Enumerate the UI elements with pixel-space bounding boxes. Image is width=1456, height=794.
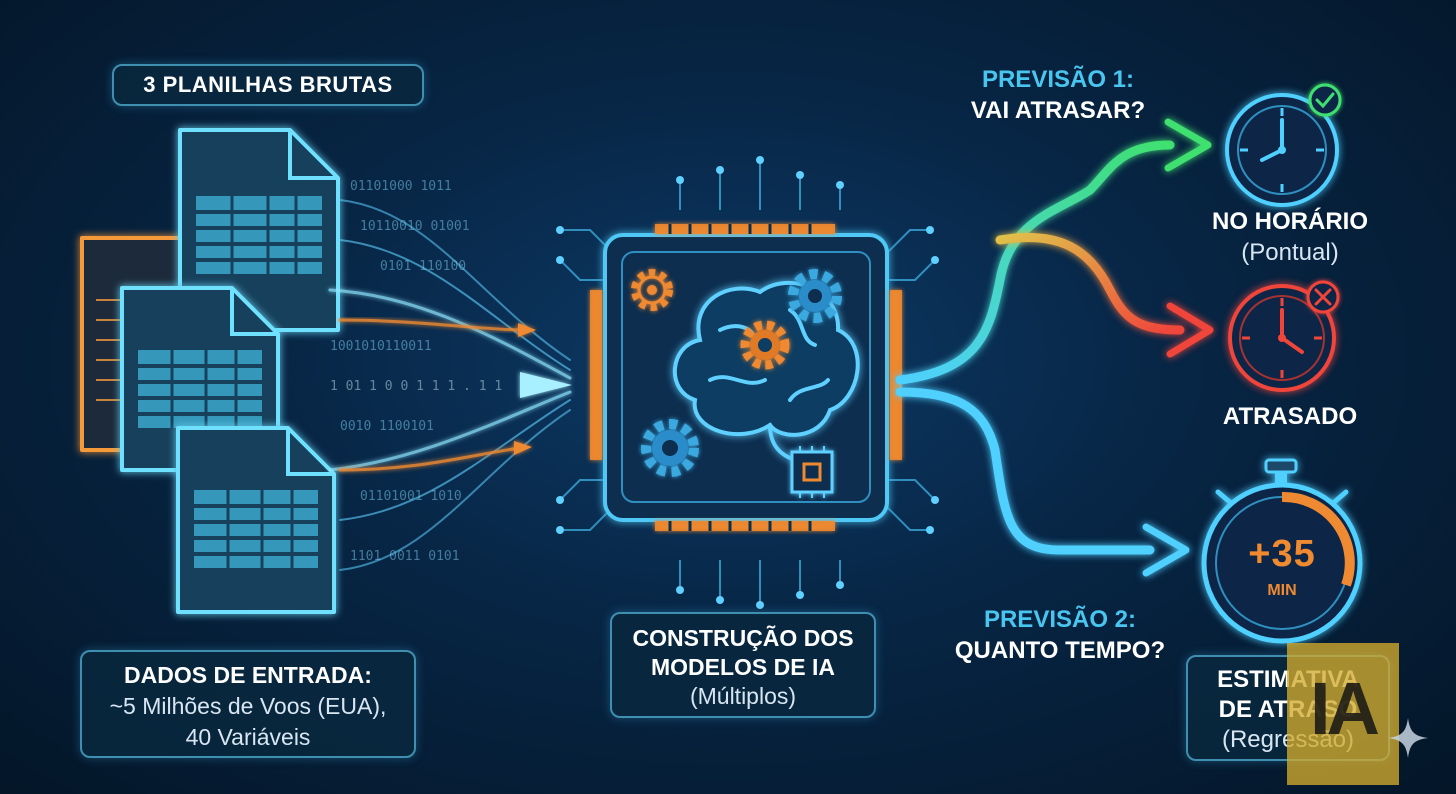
- ia-logo-watermark: IA: [1287, 643, 1399, 785]
- sparkle-icon: [1388, 718, 1428, 758]
- prediction-1-label: PREVISÃO 1: VAI ATRASAR?: [938, 64, 1178, 126]
- circuit-nodes: [556, 156, 939, 609]
- prediction-1-question: VAI ATRASAR?: [970, 97, 1146, 124]
- microchip-icon: [790, 446, 834, 498]
- model-construction-box: CONSTRUÇÃO DOS MODELOS DE IA (Múltiplos): [610, 612, 876, 718]
- input-data-flights: ~5 Milhões de Voos (EUA),: [109, 693, 387, 719]
- model-box-line2: MODELOS DE IA: [650, 654, 835, 680]
- cross-badge-icon: [1306, 280, 1340, 314]
- raw-spreadsheets-label: 3 PLANILHAS BRUTAS: [112, 64, 424, 106]
- svg-text:01101001 1010: 01101001 1010: [360, 489, 462, 504]
- clock-on-time-icon: [1225, 93, 1339, 207]
- gear-icon-top-right: [788, 269, 842, 323]
- chip-pins: [590, 224, 902, 531]
- svg-text:1 01 1 0 0 1 1 1 . 1 1: 1 01 1 0 0 1 1 1 . 1 1: [330, 379, 502, 394]
- arrow-to-late: [995, 232, 1214, 358]
- data-stream-lines: [298, 199, 572, 571]
- ia-logo-text: IA: [1310, 667, 1380, 750]
- stopwatch-delay-value: +35: [1248, 533, 1316, 575]
- late-outcome-label: ATRASADO: [1222, 403, 1358, 430]
- spreadsheet-icon-bottom: [176, 426, 336, 614]
- svg-text:01101000 1011: 01101000 1011: [350, 179, 452, 194]
- on-time-title: NO HORÁRIO: [1212, 208, 1368, 235]
- input-data-heading: DADOS DE ENTRADA:: [124, 662, 372, 688]
- prediction-1-title: PREVISÃO 1:: [981, 66, 1135, 93]
- svg-text:10110010 01001: 10110010 01001: [360, 219, 470, 234]
- gear-icon-brain: [740, 320, 790, 370]
- input-data-variables: 40 Variáveis: [185, 724, 311, 750]
- prediction-2-label: PREVISÃO 2: QUANTO TEMPO?: [935, 604, 1185, 666]
- gear-icon-top-left: [631, 269, 673, 311]
- svg-text:1001010110011: 1001010110011: [330, 339, 432, 354]
- clock-late-icon: [1228, 284, 1336, 392]
- svg-text:0101 110100: 0101 110100: [380, 259, 466, 274]
- spreadsheet-icon-top: [178, 128, 340, 332]
- prediction-2-title: PREVISÃO 2:: [983, 606, 1137, 633]
- stopwatch-icon: [1201, 458, 1363, 644]
- svg-text:0010 1100101: 0010 1100101: [340, 419, 434, 434]
- arrow-to-estimate: [895, 387, 1190, 577]
- on-time-subtitle: (Pontual): [1241, 239, 1339, 266]
- svg-text:1101 0011 0101: 1101 0011 0101: [350, 549, 460, 564]
- model-box-line1: CONSTRUÇÃO DOS: [632, 625, 854, 651]
- spreadsheet-icon-middle: [120, 286, 280, 472]
- prediction-2-question: QUANTO TEMPO?: [954, 637, 1166, 664]
- input-data-box: DADOS DE ENTRADA: ~5 Milhões de Voos (EU…: [80, 650, 416, 758]
- checkmark-badge-icon: [1308, 83, 1342, 117]
- model-box-line3: (Múltiplos): [689, 683, 797, 709]
- stopwatch-delay-unit: MIN: [1267, 582, 1297, 599]
- on-time-outcome-label: NO HORÁRIO (Pontual): [1180, 206, 1400, 268]
- data-stream-arrowheads: [514, 323, 572, 455]
- arrow-to-on-time: [895, 118, 1212, 385]
- binary-digits: 01101000 1011 10110010 01001 0101 110100…: [330, 179, 502, 564]
- gear-icon-bottom-left: [641, 419, 699, 477]
